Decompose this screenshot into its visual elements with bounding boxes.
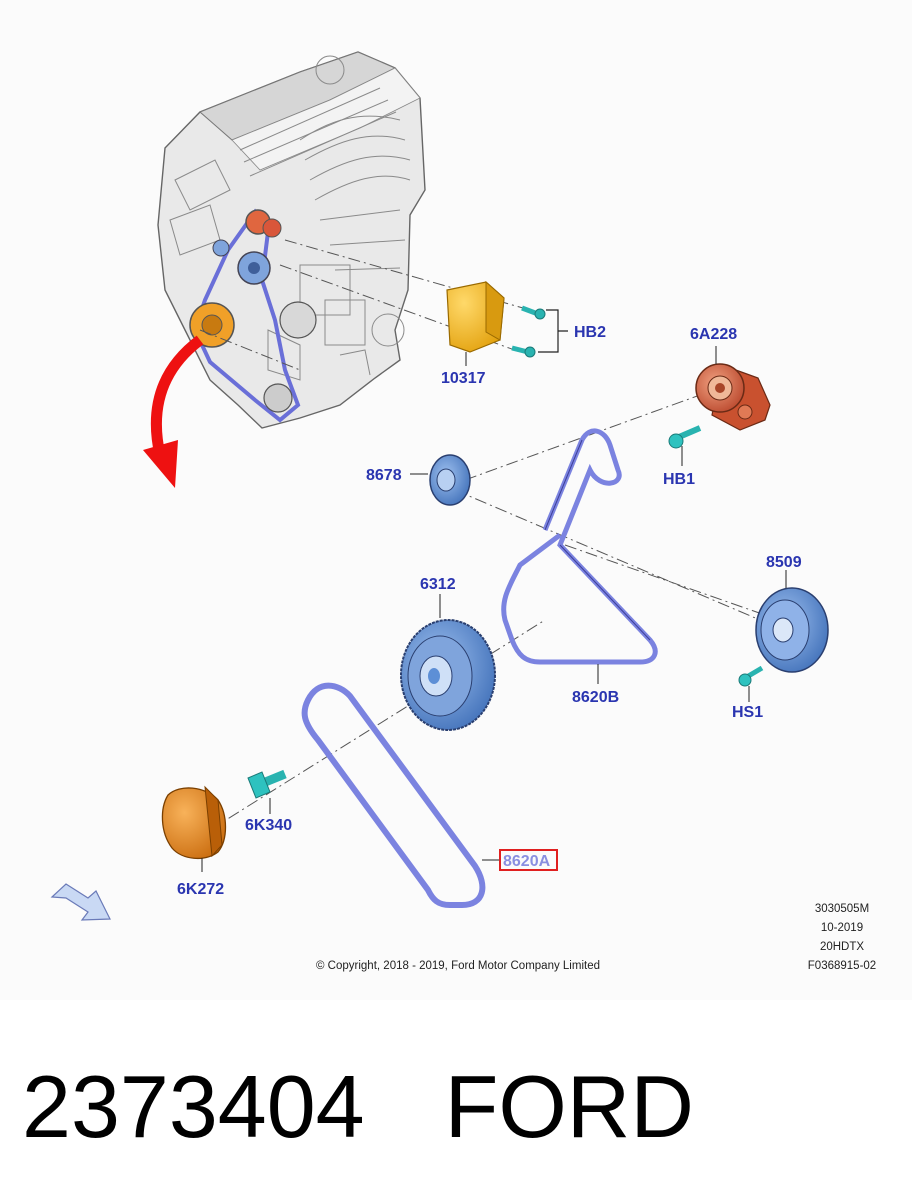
belt-8620b bbox=[501, 428, 658, 665]
label-6k272: 6K272 bbox=[177, 881, 224, 898]
label-6312: 6312 bbox=[420, 576, 456, 593]
part-6k272-cover bbox=[161, 785, 227, 872]
meta-line-1: 3030505M bbox=[815, 903, 869, 915]
meta-line-3: 20HDTX bbox=[820, 941, 864, 953]
hb1-bolt bbox=[668, 425, 702, 466]
meta-line-2: 10-2019 bbox=[821, 922, 863, 934]
meta-line-4: F0368915-02 bbox=[808, 960, 876, 972]
part-8678-idler bbox=[410, 454, 471, 506]
hs1-bolt bbox=[738, 665, 764, 702]
label-8620b: 8620B bbox=[572, 689, 619, 706]
direction-arrow-icon bbox=[50, 883, 111, 921]
engine-illustration bbox=[157, 51, 426, 429]
part-8509-pulley bbox=[755, 570, 829, 673]
copyright-notice: © Copyright, 2018 - 2019, Ford Motor Com… bbox=[316, 960, 600, 972]
label-8509: 8509 bbox=[766, 554, 802, 571]
part-6312-damper bbox=[400, 594, 496, 731]
label-6k340: 6K340 bbox=[245, 817, 292, 834]
brand-name: FORD bbox=[444, 1057, 694, 1156]
part-6k340-bolt bbox=[247, 769, 287, 814]
highlight-box-8620a bbox=[499, 849, 558, 871]
diagram-canvas: HB2 10317 6A228 HB1 8678 8509 6312 8620B… bbox=[50, 51, 876, 972]
part-number: 2373404 bbox=[22, 1057, 365, 1156]
hb2-bolts bbox=[511, 305, 568, 358]
label-hb2: HB2 bbox=[574, 324, 606, 341]
part-6a228-tensioner bbox=[695, 346, 771, 431]
label-hs1: HS1 bbox=[732, 704, 763, 721]
label-hb1: HB1 bbox=[663, 471, 695, 488]
label-10317: 10317 bbox=[441, 370, 486, 387]
parts-diagram: HB2 10317 6A228 HB1 8678 8509 6312 8620B… bbox=[50, 51, 877, 972]
centre-lines bbox=[199, 239, 766, 831]
label-6a228: 6A228 bbox=[690, 326, 737, 343]
label-8620a: 8620A bbox=[503, 853, 551, 870]
belt-8620a bbox=[301, 682, 486, 908]
part-10317-cover bbox=[446, 280, 505, 366]
label-8678: 8678 bbox=[366, 467, 402, 484]
product-caption: 2373404 FORD bbox=[22, 1052, 694, 1162]
zoom-arrow bbox=[143, 335, 204, 488]
